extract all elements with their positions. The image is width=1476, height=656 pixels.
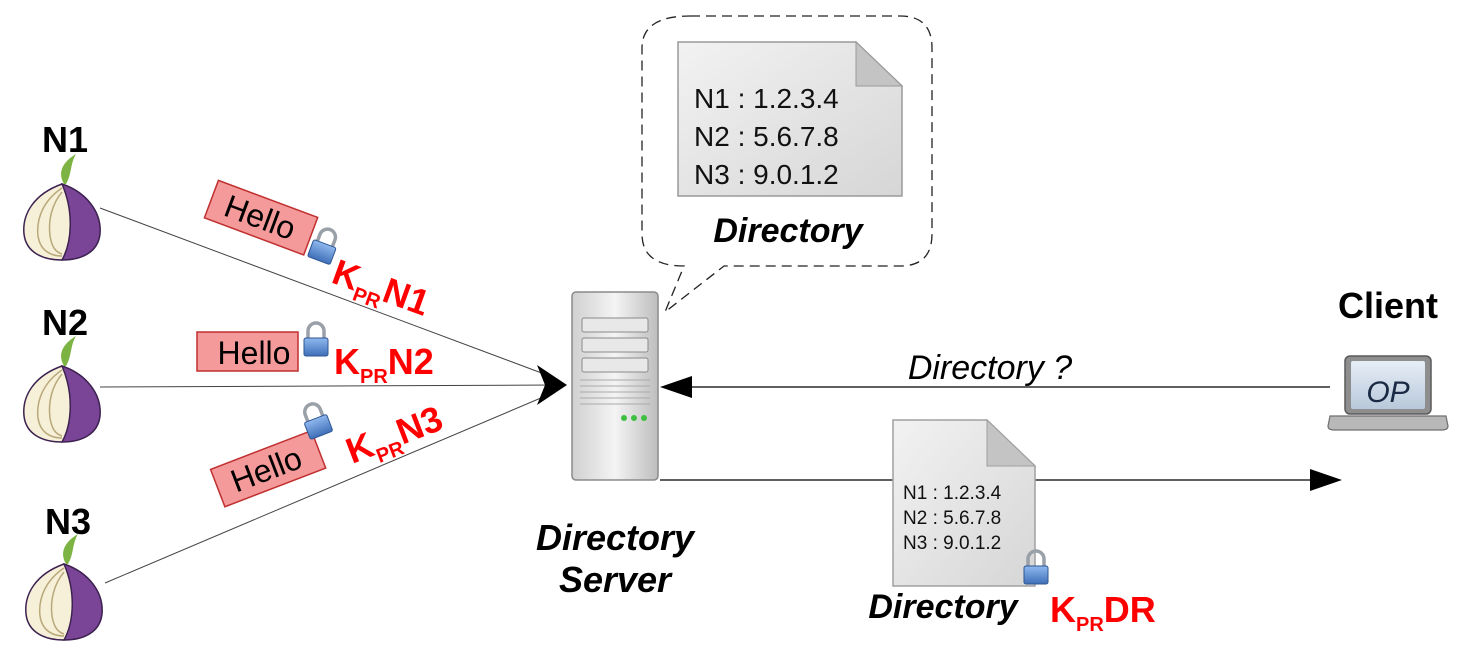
server-icon [571, 291, 659, 481]
key-dr: KPRDR [1050, 589, 1156, 636]
directory-document-large: N1 : 1.2.3.4 N2 : 5.6.7.8 N3 : 9.0.1.2 [677, 40, 904, 197]
node-label: N1 [42, 119, 88, 160]
key-n2: KPRN2 [334, 341, 434, 388]
lock-icon [307, 227, 338, 265]
server-label-line1: Directory [536, 517, 696, 558]
thought-bubble [641, 15, 933, 315]
key-subscript: PR [350, 283, 384, 313]
server-label-line2: Server [559, 559, 673, 600]
arrowhead-server-in [537, 365, 567, 405]
tor-onion-icon [25, 534, 103, 641]
laptop-icon: OP [1327, 355, 1449, 431]
tor-onion-icon [23, 336, 101, 443]
response-arrowhead [1310, 469, 1342, 491]
client-label: Client [1338, 285, 1438, 326]
node-n2: N2 [23, 302, 101, 443]
key-base: K [1050, 589, 1076, 630]
lock-icon [1023, 549, 1049, 585]
key-n3: KPRN3 [340, 397, 450, 477]
svg-text:KPRDR: KPRDR [1050, 589, 1156, 636]
directory-entry: N3 : 9.0.1.2 [903, 533, 1001, 554]
node-n3: N3 [25, 501, 103, 641]
bubble-caption: Directory [713, 212, 864, 250]
directory-entry: N1 : 1.2.3.4 [694, 83, 839, 114]
svg-text:KPRN3: KPRN3 [340, 397, 450, 477]
svg-text:KPRN2: KPRN2 [334, 341, 434, 388]
response-caption: Directory [868, 588, 1019, 626]
hello-label: Hello [218, 335, 291, 371]
link-n2-server [99, 384, 556, 388]
directory-document-small: N1 : 1.2.3.4 N2 : 5.6.7.8 N3 : 9.0.1.2 [892, 418, 1049, 587]
directory-entry: N2 : 5.6.7.8 [903, 508, 1001, 529]
key-subscript: PR [360, 366, 388, 388]
node-label: N2 [42, 302, 88, 343]
node-label: N3 [45, 501, 91, 542]
link-n1-server [99, 207, 556, 379]
hello-message-n1: Hello [203, 179, 338, 265]
tor-onion-icon [23, 154, 101, 261]
lock-icon [303, 321, 329, 357]
request-label: Directory ? [908, 349, 1072, 387]
request-arrowhead [660, 376, 692, 398]
key-n1: KPRN1 [325, 251, 435, 329]
hello-message-n2: Hello [196, 321, 329, 372]
laptop-screen-text: OP [1366, 376, 1409, 409]
directory-entry: N2 : 5.6.7.8 [694, 121, 839, 152]
node-n1: N1 [23, 119, 101, 261]
link-n3-server [104, 391, 556, 584]
svg-text:KPRN1: KPRN1 [325, 251, 435, 329]
key-id: N2 [388, 341, 434, 382]
key-base: K [334, 341, 360, 382]
lock-icon [303, 402, 333, 440]
key-subscript: PR [1076, 614, 1104, 636]
key-id: DR [1104, 589, 1156, 630]
directory-entry: N1 : 1.2.3.4 [903, 483, 1002, 504]
directory-entry: N3 : 9.0.1.2 [694, 159, 839, 190]
